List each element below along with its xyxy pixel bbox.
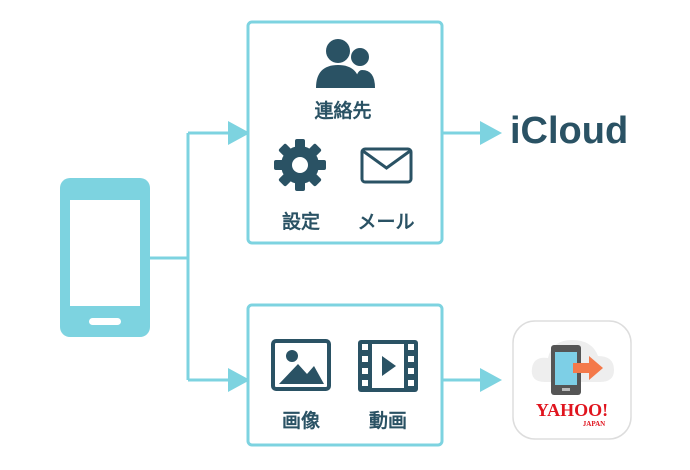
arrow-heads <box>228 121 502 392</box>
label-videos: 動画 <box>368 410 408 432</box>
label-mail: メール <box>357 211 415 233</box>
video-icon <box>358 340 418 392</box>
smartphone-icon <box>60 178 150 337</box>
connector-lines <box>150 131 485 382</box>
label-contacts: 連絡先 <box>314 100 372 122</box>
contacts-icon <box>316 39 375 88</box>
svg-text:JAPAN: JAPAN <box>583 420 605 428</box>
yahoo-box-app-icon: YAHOO! JAPAN <box>512 320 632 440</box>
mail-icon <box>360 147 413 184</box>
label-images: 画像 <box>281 410 321 432</box>
label-settings: 設定 <box>281 211 321 233</box>
yahoo-logo: YAHOO! <box>536 400 608 420</box>
icloud-label: iCloud <box>510 110 629 152</box>
image-icon <box>271 339 331 391</box>
gear-icon <box>274 139 326 191</box>
